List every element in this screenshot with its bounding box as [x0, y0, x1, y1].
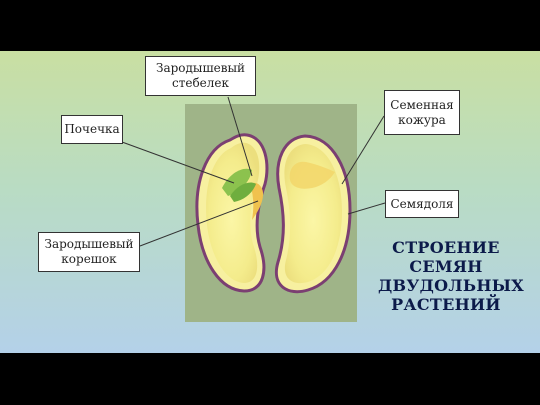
title-line: РАСТЕНИЙ — [391, 295, 501, 314]
pointer-semyadolya — [347, 202, 386, 215]
pointer-lines — [121, 96, 386, 247]
pointer-stebelek — [227, 96, 253, 177]
pointer-kozhura — [341, 115, 385, 185]
title-line: СТРОЕНИЕ — [392, 238, 500, 257]
pointer-pochechka — [121, 141, 235, 184]
label-pochechka: Почечка — [61, 115, 123, 144]
top-letterbox-bar — [0, 0, 540, 51]
label-zarodyshevy-stebelek: Зародышевый стебелек — [145, 56, 256, 96]
slide-title: СТРОЕНИЕ СЕМЯН ДВУДОЛЬНЫХ РАСТЕНИЙ — [378, 238, 525, 314]
bottom-letterbox-bar — [0, 353, 540, 405]
label-semyadolya: Семядоля — [385, 190, 459, 218]
label-zarodyshevy-koreshok: Зародышевый корешок — [38, 232, 140, 272]
title-line: ДВУДОЛЬНЫХ — [378, 276, 525, 295]
embryo — [222, 168, 264, 220]
pointer-koreshok — [139, 200, 259, 247]
label-semennaya-kozhura: Семенная кожура — [384, 90, 460, 135]
right-cotyledon — [275, 134, 352, 294]
title-line: СЕМЯН — [409, 257, 483, 276]
